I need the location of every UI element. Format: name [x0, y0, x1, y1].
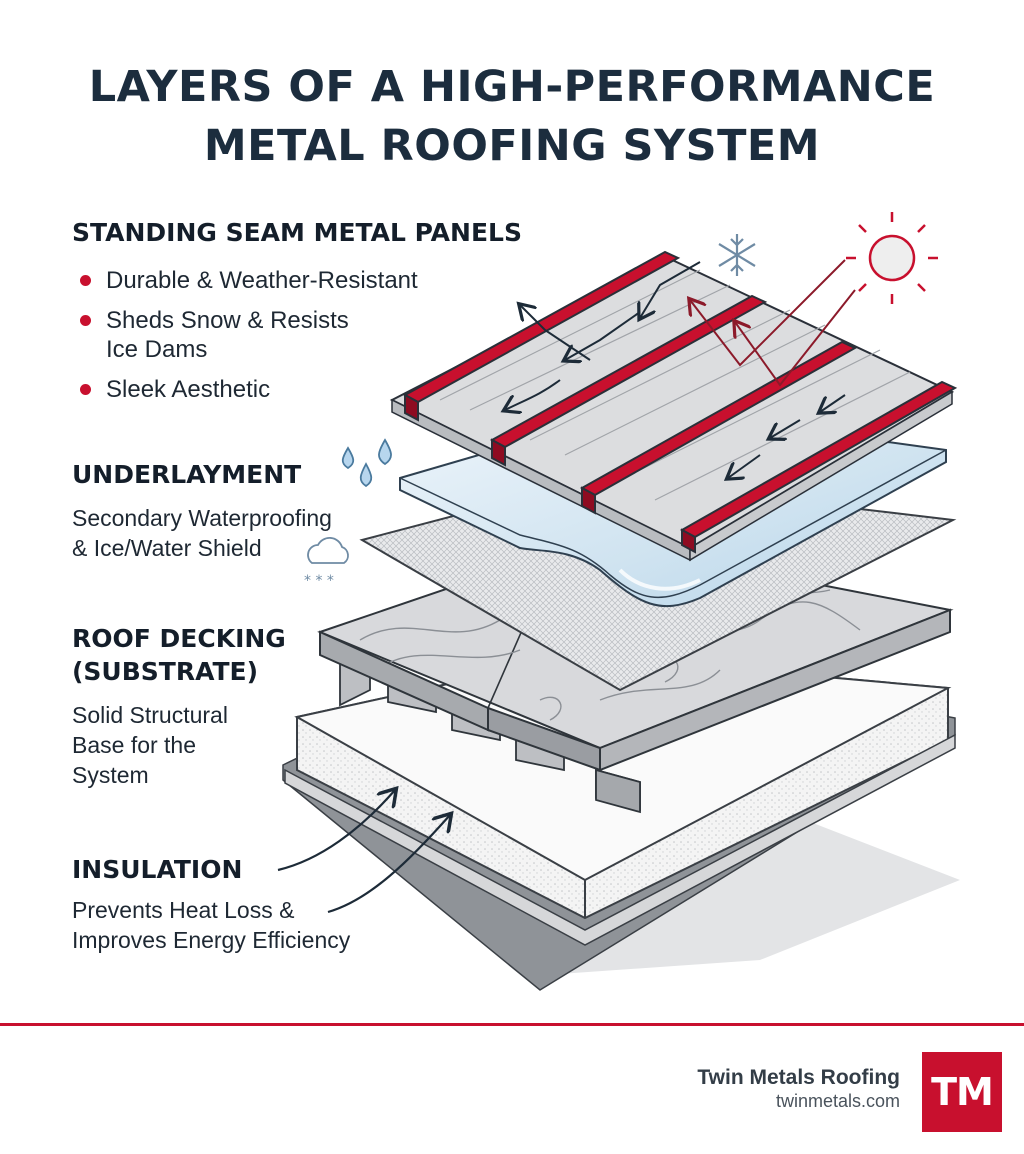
brand-name: Twin Metals Roofing — [697, 1066, 900, 1089]
panels-bullet: Sheds Snow & Resists — [80, 306, 418, 335]
snowflake-icon — [718, 234, 756, 276]
svg-text:* * *: * * * — [304, 573, 334, 589]
decking-desc-line: Base for the — [72, 732, 197, 758]
panels-bullet-continued: Ice Dams — [106, 336, 208, 363]
panels-bullet: Sleek Aesthetic — [80, 375, 418, 404]
decking-desc-line: Solid Structural — [72, 702, 228, 728]
brand-logo: TM — [922, 1052, 1002, 1132]
sun-icon — [846, 212, 938, 304]
underlayment-desc-line: Secondary Waterproofing — [72, 505, 332, 531]
diagram-title: LAYERS OF A HIGH-PERFORMANCE METAL ROOFI… — [0, 58, 1024, 176]
underlayment-heading: UNDERLAYMENT — [72, 460, 302, 489]
title-line-1: LAYERS OF A HIGH-PERFORMANCE — [88, 62, 936, 112]
brand-url: twinmetals.com — [775, 1091, 900, 1111]
panels-bullet: Durable & Weather-Resistant — [80, 266, 418, 295]
panels-heading: STANDING SEAM METAL PANELS — [72, 218, 522, 247]
bullet-dot — [80, 384, 91, 395]
bullet-dot — [80, 315, 91, 326]
title-line-2: METAL ROOFING SYSTEM — [203, 121, 821, 171]
decking-desc-line: System — [72, 762, 149, 788]
insulation-desc-line: Improves Energy Efficiency — [72, 927, 351, 953]
insulation-desc-line: Prevents Heat Loss & — [72, 897, 295, 923]
bullet-dot — [80, 275, 91, 286]
underlayment-desc-line: & Ice/Water Shield — [72, 535, 262, 561]
insulation-pointer-arrows — [277, 790, 450, 914]
metal-panels-layer — [389, 250, 958, 562]
water-drops-icon — [341, 438, 392, 488]
decking-heading-line: (SUBSTRATE) — [72, 657, 259, 686]
cloud-snow-icon: * * * — [304, 536, 349, 589]
decking-heading-line: ROOF DECKING — [72, 624, 286, 653]
insulation-heading: INSULATION — [72, 855, 243, 884]
panels-bullet-list: Durable & Weather-Resistant Sheds Snow &… — [80, 266, 418, 415]
footer-divider — [0, 1023, 1024, 1026]
